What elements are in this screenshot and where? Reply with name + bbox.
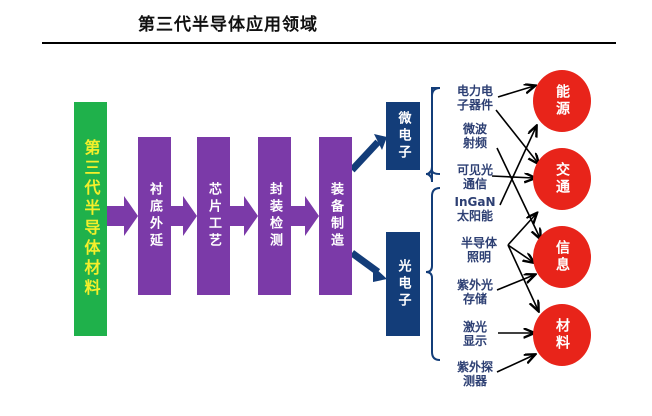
field-label: 交通 [554,162,570,196]
app-label-line: 紫外探 [456,360,493,374]
flow-arrow-4 [291,196,319,236]
conn-led-info [507,244,533,262]
conn-led-material [507,244,538,310]
app-uv-detector: 紫外探 测器 [450,360,500,388]
process-step-label: 封装检测 [267,182,282,250]
field-label: 能源 [554,84,570,118]
process-step-label: 衬底外延 [147,182,162,250]
app-label-line: 子器件 [456,98,493,112]
branch-microelectronics: 微电子 [386,102,420,170]
app-label-line: 可见光 [456,163,493,177]
app-label-line: 半导体 [460,236,497,250]
app-ingan-solar: InGaN 太阳能 [450,195,500,223]
app-label-line: 显示 [462,334,487,348]
process-step-substrate: 衬底外延 [138,137,171,295]
process-step-chip: 芯片工艺 [197,137,230,295]
conn-microwave-info [496,147,540,238]
conn-power-traffic [495,109,538,163]
field-information: 信息 [533,226,591,288]
field-materials: 材料 [533,304,591,366]
field-transport: 交通 [533,148,591,210]
app-label-line: 微波 [462,122,487,136]
app-laser-display: 激光 显示 [450,320,500,348]
process-step-equipment: 装备制造 [319,137,352,295]
material-box: 第三代半导体材料 [74,102,107,336]
branch-optoelectronics: 光电子 [386,232,420,336]
branch-label: 微电子 [395,110,411,162]
app-label-line: 电力电 [456,84,493,98]
connection-arrows [491,86,540,373]
flow-arrow-3 [230,196,258,236]
process-step-label: 芯片工艺 [206,182,221,250]
app-label-line: 照明 [466,250,491,264]
app-label-line: 紫外光 [456,278,493,292]
app-semiconductor-lighting: 半导体 照明 [454,236,504,264]
process-step-label: 装备制造 [328,182,343,250]
bracket-micro [426,87,440,181]
flow-arrow-2 [169,196,197,236]
field-label: 材料 [554,318,570,352]
page-title: 第三代半导体应用领域 [138,15,318,35]
app-label-line: InGaN [454,195,496,209]
branch-label: 光电子 [395,258,411,310]
app-microwave-rf: 微波 射频 [450,122,500,150]
conn-uvstorage-info [496,275,534,291]
field-label: 信息 [554,240,570,274]
conn-uvdetector-material [496,355,534,373]
field-energy: 能源 [533,70,591,132]
app-power-electronics: 电力电 子器件 [450,84,500,112]
flow-arrow-1 [107,196,138,236]
app-label-line: 射频 [462,136,487,150]
app-label-line: 太阳能 [456,209,493,223]
conn-power-energy [497,86,534,98]
app-label-line: 存储 [462,292,487,306]
app-uv-storage: 紫外光 存储 [450,278,500,306]
bracket-opto [425,187,441,361]
title-divider [42,42,616,44]
app-label-line: 通信 [462,177,487,191]
process-step-packaging: 封装检测 [258,137,291,295]
branch-arrow-micro [349,139,381,173]
app-label-line: 测器 [462,374,487,388]
conn-ingan-energy [499,127,536,206]
app-label-line: 激光 [462,320,487,334]
app-visible-light-comm: 可见光 通信 [450,163,500,191]
material-label: 第三代半导体材料 [81,139,101,299]
conn-led-traffic [507,214,536,246]
